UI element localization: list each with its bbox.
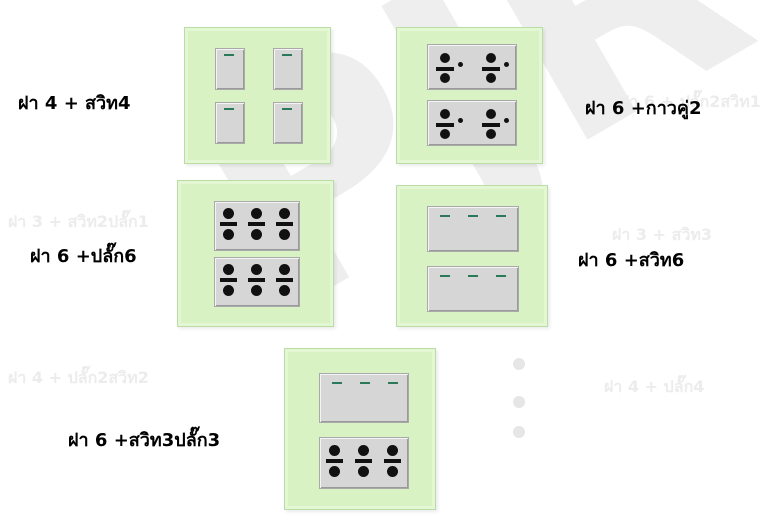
- ghost-label: ฝา 4 + ปลั๊ก2สวิท2: [8, 368, 149, 387]
- double-socket-module: [427, 100, 517, 146]
- socket-slot-icon: [482, 67, 500, 71]
- socket-hole-icon: [223, 264, 234, 275]
- socket-row-module: [319, 437, 409, 489]
- socket-slot-icon: [436, 123, 454, 127]
- product-label: ฝา 6 +สวิท6: [578, 250, 685, 271]
- switch-indicator: [360, 382, 370, 384]
- product-plate-6-switch3-socket3[interactable]: [284, 348, 436, 510]
- socket-hole-icon: [279, 285, 290, 296]
- socket-hole-icon: [251, 229, 262, 240]
- switch-module: [215, 48, 245, 90]
- socket-hole-icon: [358, 445, 369, 456]
- socket-slot-icon: [248, 222, 265, 226]
- switch-indicator: [282, 54, 292, 56]
- socket-hole-icon: [279, 264, 290, 275]
- socket-hole-icon: [486, 109, 496, 119]
- product-label: ฝา 6 +ปลั๊ก6: [30, 246, 137, 267]
- socket-hole-icon: [223, 229, 234, 240]
- switch-indicator: [388, 382, 398, 384]
- switch-indicator: [468, 215, 478, 217]
- socket-hole-icon: [458, 118, 463, 123]
- socket-hole-icon: [223, 285, 234, 296]
- socket-hole-icon: [486, 73, 496, 83]
- double-socket-module: [427, 44, 517, 90]
- switch-indicator: [468, 275, 478, 277]
- socket-slot-icon: [276, 278, 293, 282]
- switch-indicator: [224, 108, 234, 110]
- ghost-socket-icon: [513, 426, 525, 438]
- socket-hole-icon: [251, 208, 262, 219]
- socket-hole-icon: [279, 208, 290, 219]
- product-plate-6-switch6[interactable]: [396, 185, 548, 327]
- socket-hole-icon: [387, 445, 398, 456]
- ghost-socket-icon: [513, 358, 525, 370]
- switch-module: [273, 102, 303, 144]
- socket-row-module: [214, 201, 300, 251]
- switch-row-module: [427, 266, 519, 312]
- switch-indicator: [496, 215, 506, 217]
- socket-hole-icon: [223, 208, 234, 219]
- socket-hole-icon: [440, 109, 450, 119]
- product-plate-6-socket6[interactable]: [177, 180, 334, 327]
- socket-hole-icon: [504, 118, 509, 123]
- socket-hole-icon: [486, 129, 496, 139]
- socket-slot-icon: [220, 222, 237, 226]
- socket-hole-icon: [504, 62, 509, 67]
- socket-slot-icon: [248, 278, 265, 282]
- switch-row-module: [319, 373, 409, 423]
- ghost-label: ฝา 3 + สวิท2ปลั๊ก1: [8, 212, 149, 231]
- ghost-label: ฝา 3 + สวิท3: [612, 225, 713, 244]
- socket-hole-icon: [387, 466, 398, 477]
- socket-row-module: [214, 257, 300, 307]
- ghost-socket-icon: [513, 396, 525, 408]
- ghost-label: ฝา 4 + ปลั๊ก4: [604, 377, 705, 396]
- product-label: ฝา 6 +สวิท3ปลั๊ก3: [68, 430, 221, 451]
- socket-hole-icon: [251, 264, 262, 275]
- socket-slot-icon: [436, 67, 454, 71]
- switch-row-module: [427, 206, 519, 252]
- socket-hole-icon: [486, 53, 496, 63]
- socket-hole-icon: [279, 229, 290, 240]
- socket-slot-icon: [276, 222, 293, 226]
- switch-indicator: [332, 382, 342, 384]
- socket-hole-icon: [329, 445, 340, 456]
- socket-hole-icon: [329, 466, 340, 477]
- socket-slot-icon: [482, 123, 500, 127]
- product-plate-6-double2[interactable]: [396, 27, 543, 164]
- product-label: ฝา 4 + สวิท4: [18, 93, 131, 114]
- socket-hole-icon: [458, 62, 463, 67]
- product-label: ฝา 6 +กาวคู่2: [585, 98, 702, 119]
- socket-hole-icon: [358, 466, 369, 477]
- switch-indicator: [496, 275, 506, 277]
- switch-module: [273, 48, 303, 90]
- product-plate-4-switch4[interactable]: [184, 27, 331, 164]
- socket-hole-icon: [251, 285, 262, 296]
- switch-indicator: [224, 54, 234, 56]
- switch-indicator: [440, 215, 450, 217]
- socket-hole-icon: [440, 53, 450, 63]
- switch-indicator: [282, 108, 292, 110]
- switch-module: [215, 102, 245, 144]
- socket-hole-icon: [440, 129, 450, 139]
- socket-slot-icon: [384, 459, 401, 463]
- socket-hole-icon: [440, 73, 450, 83]
- ghost-label: ฝา 6 + ปลั๊ก2สวิท1: [620, 92, 761, 111]
- socket-slot-icon: [220, 278, 237, 282]
- socket-slot-icon: [355, 459, 372, 463]
- socket-slot-icon: [326, 459, 343, 463]
- switch-indicator: [440, 275, 450, 277]
